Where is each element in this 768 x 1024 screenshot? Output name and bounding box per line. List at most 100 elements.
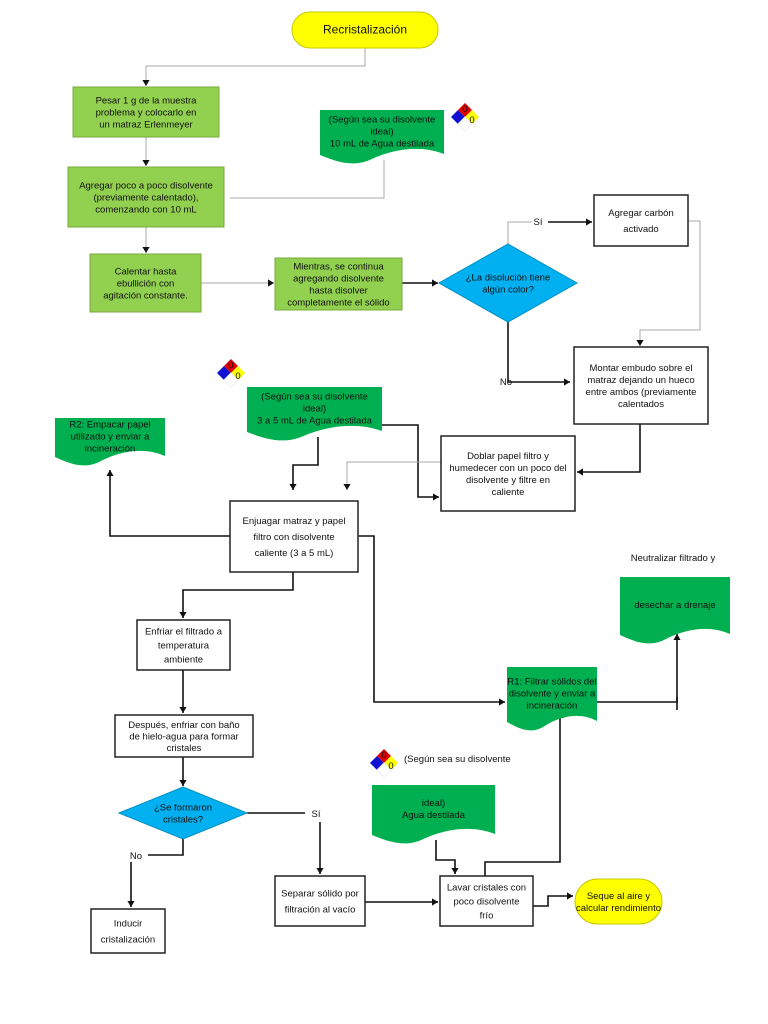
connector-arrow <box>597 634 678 703</box>
label-segun-3: (Según sea su disolvente <box>404 754 511 765</box>
node-start[interactable]: Recristalización <box>291 11 439 49</box>
arrowhead-icon <box>142 80 150 86</box>
process-shape <box>72 86 220 138</box>
arrowhead-icon <box>432 898 438 906</box>
node-text: humedecer con un poco del <box>449 463 566 474</box>
node-text: cristales? <box>163 815 203 826</box>
process-shape <box>90 908 166 954</box>
node-carbon[interactable]: Agregar carbón activado <box>593 194 689 247</box>
nfpa-flammability: 0 <box>462 104 467 115</box>
node-text: completamente el sólido <box>287 298 389 309</box>
document-shape <box>620 577 730 644</box>
node-enjuagar[interactable]: Enjuagar matraz y papel filtro con disolv… <box>229 500 359 573</box>
nfpa-reactivity: 0 <box>469 115 474 126</box>
node-text: de hielo-agua para formar <box>129 732 238 743</box>
node-text: ambiente <box>164 654 203 665</box>
arrowhead-icon <box>179 612 187 618</box>
node-text: activado <box>623 224 658 235</box>
node-text: agregando disolvente <box>293 274 384 285</box>
arrowhead-icon <box>127 901 135 907</box>
arrowhead-icon <box>432 279 438 287</box>
node-text: Mientras, se continua <box>293 262 384 273</box>
arrowhead-icon <box>499 698 505 706</box>
node-text: ¿Se formaron <box>154 803 212 814</box>
connector-arrow <box>182 572 294 618</box>
connector-line <box>230 160 385 199</box>
node-text: R1: Filtrar sólidos del <box>507 677 596 688</box>
node-text: incineración <box>85 444 136 455</box>
node-text: problema y colocarlo en <box>96 108 197 119</box>
node-text: Agregar carbón <box>608 208 673 219</box>
arrowhead-icon <box>577 468 583 476</box>
node-text: 10 mL de Agua destilada <box>330 139 435 150</box>
connector-arrow <box>358 535 505 703</box>
nfpa-reactivity: 0 <box>235 371 240 382</box>
node-text: filtro con disolvente <box>253 532 334 543</box>
node-text: Doblar papel filtro y <box>467 451 549 462</box>
node-text: Seque al aire y <box>587 891 651 902</box>
arrowhead-icon <box>289 484 297 490</box>
node-text: incineración <box>527 701 578 712</box>
process-shape <box>274 875 366 927</box>
connector-line <box>507 221 532 244</box>
node-text: Agregar poco a poco disolvente <box>79 181 213 192</box>
arrowhead-icon <box>564 378 570 386</box>
arrowhead-icon <box>179 780 187 786</box>
connectors <box>106 48 701 907</box>
connector-arrow <box>484 712 561 876</box>
nfpa-diamond-icon: 00 <box>451 103 479 132</box>
decision-shape <box>437 243 579 323</box>
connector-arrow <box>382 424 439 498</box>
node-text: Enjuagar matraz y papel <box>243 516 346 527</box>
node-text: desechar a drenaje <box>634 600 715 611</box>
node-doc-agua3[interactable]: ideal)Agua destilada <box>372 785 495 844</box>
arrowhead-icon <box>636 340 644 346</box>
connector-arrow <box>577 424 641 473</box>
node-text: Lavar cristales con <box>447 883 526 894</box>
arrowhead-icon <box>316 868 324 874</box>
node-text: entre ambos (previamente <box>586 387 697 398</box>
connector-arrow <box>435 840 456 874</box>
node-text: caliente <box>492 487 525 498</box>
document-shape <box>320 110 444 164</box>
node-text: algún color? <box>482 285 534 296</box>
nfpa-reactivity: 0 <box>388 761 393 772</box>
node-text: Pesar 1 g de la muestra <box>96 96 198 107</box>
node-text: (Según sea su disolvente <box>261 392 368 403</box>
arrowhead-icon <box>567 892 573 900</box>
node-text: Agua destilada <box>402 810 466 821</box>
arrowhead-icon <box>673 634 681 640</box>
node-agregar[interactable]: Agregar poco a poco disolvente(previamen… <box>67 166 225 228</box>
arrowhead-icon <box>433 493 439 501</box>
node-text: Calentar hasta <box>115 267 178 278</box>
process-shape <box>274 257 403 311</box>
arrowhead-icon <box>343 484 351 490</box>
label-no-cristales: No <box>130 851 142 862</box>
node-text: R2: Empacar papel <box>69 420 150 431</box>
node-drenaje[interactable]: desechar a drenaje <box>620 577 730 644</box>
node-text: un matraz Erlenmeyer <box>99 120 192 131</box>
node-text: (previamente calentado), <box>93 193 198 204</box>
connector-arrow <box>292 437 319 490</box>
label-si-cristales: Sí <box>312 809 321 820</box>
node-text: caliente (3 a 5 mL) <box>255 548 334 559</box>
